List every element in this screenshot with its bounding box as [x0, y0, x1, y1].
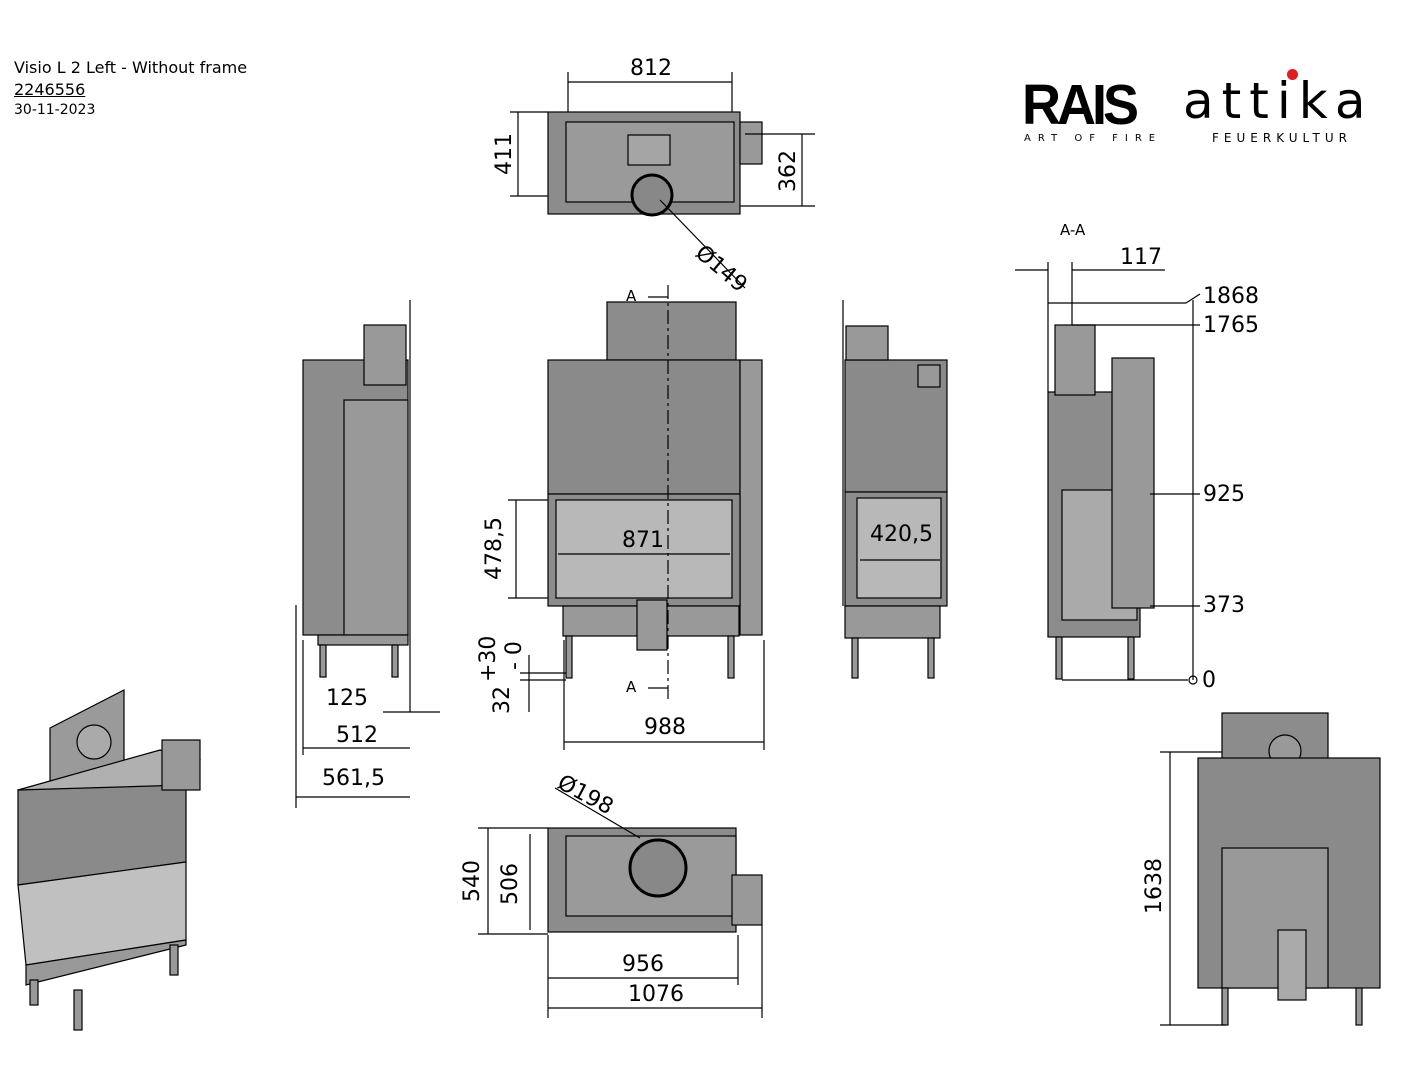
dim-side-512: 512 — [336, 723, 378, 748]
dim-side-125: 125 — [326, 686, 368, 711]
dim-bottom-956: 956 — [622, 952, 664, 977]
drawing-title: Visio L 2 Left - Without frame — [14, 58, 248, 77]
right-side-view — [842, 300, 948, 679]
dim-height-0: 0 — [1202, 668, 1216, 693]
dim-height-1765: 1765 — [1203, 313, 1259, 338]
dim-height-373: 373 — [1203, 593, 1245, 618]
dim-leg-height: 32 — [490, 686, 515, 714]
dim-top-depth-right: 362 — [776, 150, 801, 192]
dim-top-width: 812 — [630, 56, 672, 81]
logo-attika: attika — [1183, 72, 1374, 130]
bottom-view — [478, 787, 763, 1018]
dim-side-glass-width: 420,5 — [870, 522, 933, 547]
dim-front-width: 988 — [644, 715, 686, 740]
logo-dot — [1287, 69, 1298, 80]
left-side-view — [295, 300, 440, 808]
logo-tagline-rais: ART OF FIRE — [1024, 133, 1163, 144]
dim-top-depth: 411 — [492, 133, 517, 175]
dim-height-925: 925 — [1203, 482, 1245, 507]
logo-rais: RAIS — [1022, 73, 1139, 137]
dim-bottom-540: 540 — [460, 860, 485, 902]
dim-bottom-1076: 1076 — [628, 982, 684, 1007]
section-label: A-A — [1060, 221, 1086, 239]
cut-marker-bottom: A — [626, 678, 637, 696]
drawing-date: 30-11-2023 — [14, 102, 96, 118]
perspective-view — [17, 689, 201, 1031]
dim-height-1868: 1868 — [1203, 284, 1259, 309]
dim-bottom-506: 506 — [498, 863, 523, 905]
top-view — [510, 72, 815, 289]
dim-side-561: 561,5 — [322, 766, 385, 791]
dim-glass-width: 871 — [622, 528, 664, 553]
dim-rear-height: 1638 — [1142, 858, 1167, 914]
front-view — [508, 285, 765, 750]
cut-marker-top: A — [626, 287, 637, 305]
rear-view — [1160, 712, 1381, 1026]
dim-glass-height: 478,5 — [482, 517, 507, 580]
section-a-a-view — [1015, 262, 1201, 685]
logo-tagline-attika: FEUERKULTUR — [1212, 131, 1353, 145]
dim-leg-adjust: +30 — [476, 635, 501, 682]
dim-section-offset: 117 — [1120, 245, 1162, 270]
drawing-number: 2246556 — [14, 80, 86, 99]
dim-leg-adjust-minus: - 0 — [502, 641, 527, 670]
